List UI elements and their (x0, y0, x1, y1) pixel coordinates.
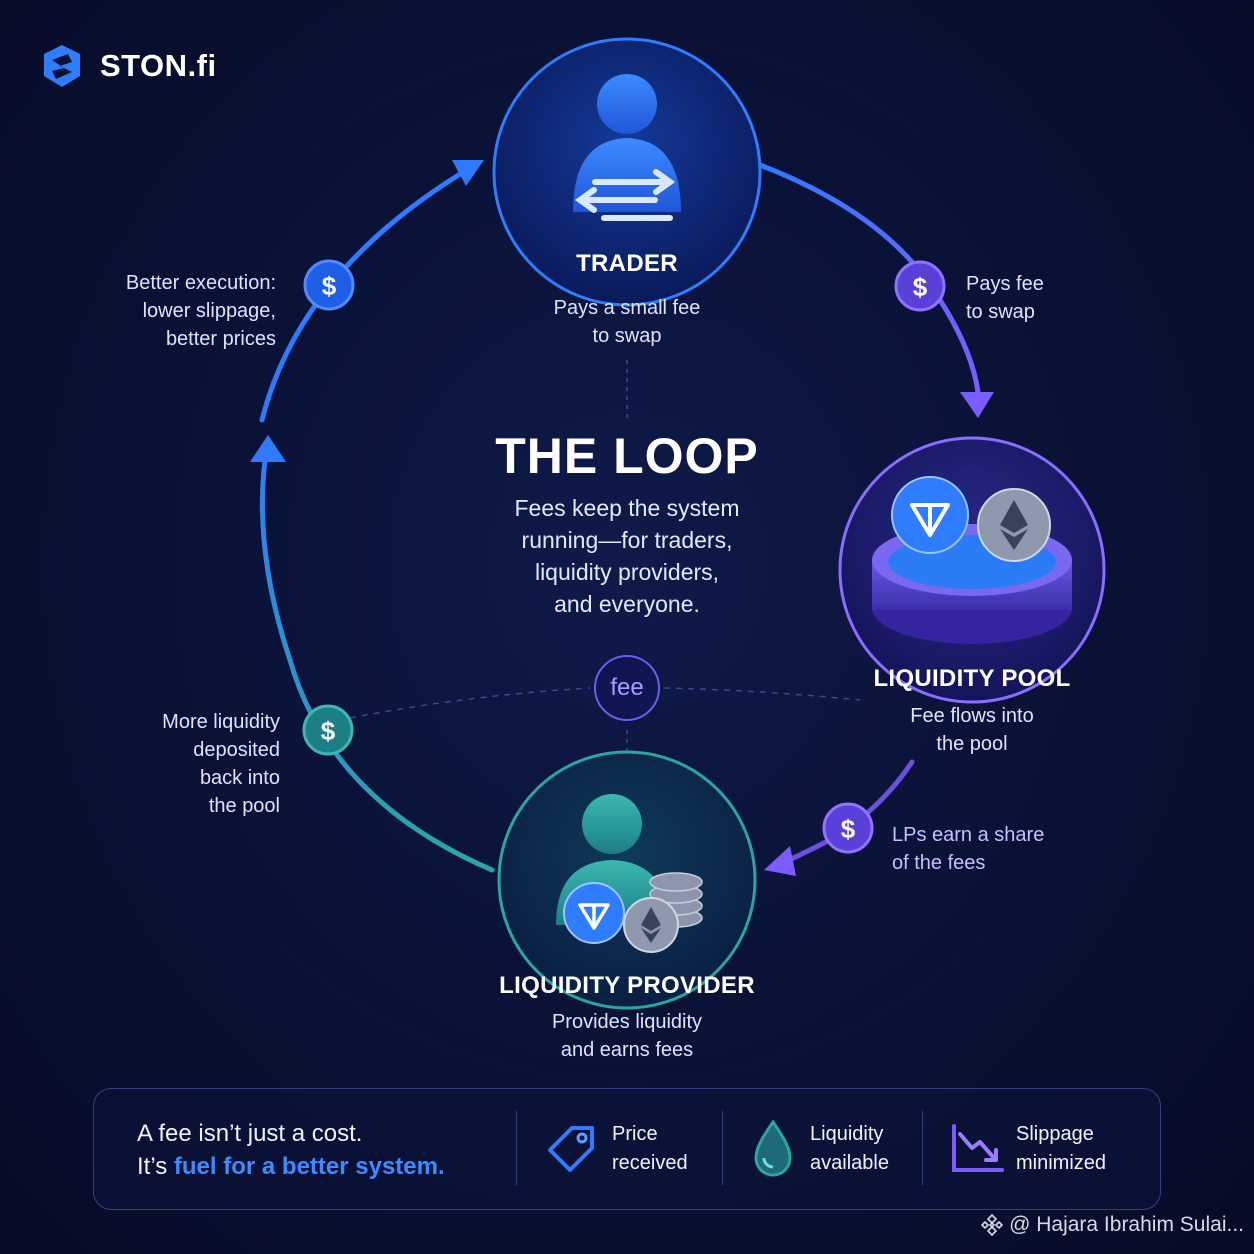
edge-note-line: deposited (193, 739, 280, 761)
brand-name: STON.fi (100, 48, 217, 83)
water-drop-icon (754, 1119, 792, 1177)
pool-subtitle: Fee flows into the pool (852, 702, 1092, 758)
feature-liquidity: Liquidity available (810, 1120, 889, 1178)
coin-symbol: $ (841, 814, 856, 844)
footer-line-1: A fee isn’t just a cost. (137, 1120, 363, 1147)
coin-symbol: $ (913, 272, 928, 302)
edge-note-line: better prices (165, 328, 276, 350)
footer-divider (722, 1111, 723, 1185)
footer-line-2-prefix: It’s (137, 1153, 174, 1180)
provider-subtitle-line: Provides liquidity (551, 1011, 703, 1033)
coin-symbol: $ (322, 271, 337, 301)
loop-desc-line: and everyone. (554, 591, 700, 617)
coin-badge-right-top (894, 260, 946, 312)
brand-header: STON.fi (38, 42, 217, 90)
provider-subtitle: Provides liquidity and earns fees (487, 1008, 767, 1064)
binance-diamond-icon (981, 1214, 1004, 1236)
loop-title: THE LOOP (495, 428, 759, 484)
feature-slippage: Slippage minimized (1016, 1120, 1106, 1178)
pool-subtitle-line: Fee flows into (910, 705, 1034, 727)
edge-note-trader-to-pool: Pays fee to swap (966, 270, 1126, 326)
footer-line-2: It’s fuel for a better system. (137, 1150, 507, 1183)
coin-badge-right-bottom (822, 802, 874, 854)
trader-person-icon (597, 74, 657, 134)
trader-subtitle-line: Pays a small fee (553, 297, 701, 319)
trader-subtitle: Pays a small fee to swap (497, 294, 757, 350)
feature-line: Slippage (1016, 1123, 1094, 1145)
footer-panel (93, 1088, 1161, 1210)
trader-subtitle-line: to swap (592, 325, 662, 347)
loop-desc-line: Fees keep the system (514, 495, 740, 521)
footer-line-2-accent: fuel for a better system. (173, 1153, 445, 1180)
edge-note-line: to swap (966, 301, 1035, 323)
edge-note-line: LPs earn a share (892, 824, 1045, 846)
coin-badge-left-bottom (302, 704, 354, 756)
provider-title: LIQUIDITY PROVIDER (499, 972, 755, 999)
edge-note-line: Better execution: (125, 272, 276, 294)
edge-note-line: of the fees (892, 852, 986, 874)
loop-desc-line: liquidity providers, (534, 559, 720, 585)
feature-price: Price received (612, 1120, 688, 1178)
feature-line: available (810, 1152, 889, 1174)
footer-tagline: A fee isn’t just a cost. It’s fuel for a… (137, 1117, 507, 1183)
coin-badge-left-top (303, 259, 355, 311)
edge-note-line: Pays fee (966, 273, 1044, 295)
edge-note-line: the pool (208, 795, 280, 817)
watermark-text: @ Hajara Ibrahim Sulai... (1009, 1213, 1244, 1236)
trader-title: TRADER (576, 250, 678, 277)
edge-note-line: More liquidity (162, 711, 280, 733)
edge-note-line: back into (199, 767, 280, 789)
footer-divider (922, 1111, 923, 1185)
feature-line: Price (612, 1123, 658, 1145)
edge-note-provider-side: More liquidity deposited back into the p… (110, 708, 280, 820)
loop-description: Fees keep the system running—for traders… (447, 492, 807, 620)
feature-line: minimized (1016, 1152, 1107, 1174)
watermark: @ Hajara Ibrahim Sulai... (981, 1213, 1244, 1237)
pool-title: LIQUIDITY POOL (873, 665, 1071, 692)
coin-symbol: $ (321, 716, 336, 746)
loop-desc-line: running—for traders, (521, 527, 733, 553)
pool-subtitle-line: the pool (936, 733, 1008, 755)
feature-line: received (612, 1152, 688, 1174)
feature-line: Liquidity (810, 1123, 884, 1145)
price-tag-icon (548, 1126, 594, 1172)
trend-down-icon (952, 1124, 1004, 1172)
ston-logo-icon (44, 45, 80, 87)
fee-circle (594, 655, 660, 721)
edge-note-line: lower slippage, (142, 300, 276, 322)
edge-note-to-trader: Better execution: lower slippage, better… (96, 269, 276, 353)
edge-note-pool-to-provider: LPs earn a share of the fees (892, 821, 1092, 877)
arrow-head-up (250, 435, 286, 462)
fee-label: fee (610, 674, 644, 701)
footer-divider (516, 1111, 517, 1185)
provider-person-icon (582, 794, 642, 854)
provider-subtitle-line: and earns fees (560, 1039, 694, 1061)
